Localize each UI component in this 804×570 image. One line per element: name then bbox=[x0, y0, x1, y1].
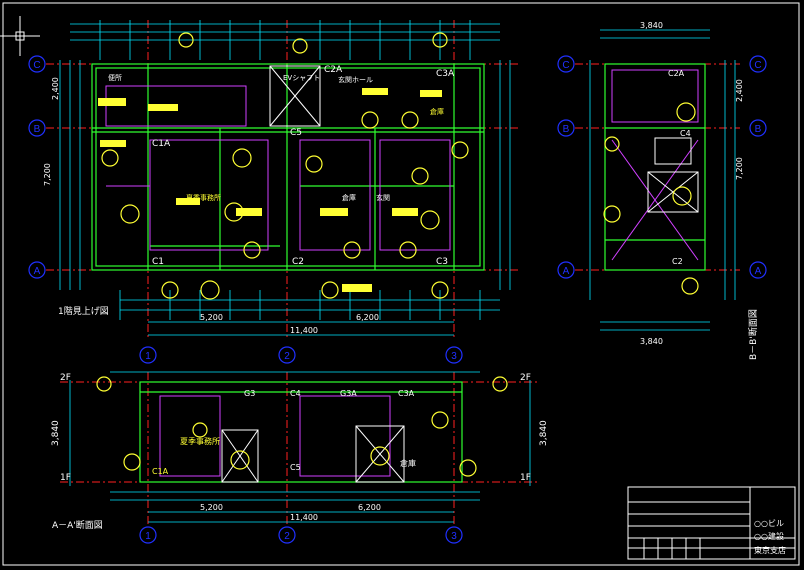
section-bb-dim-upper: 2,400 bbox=[735, 79, 744, 102]
svg-text:3: 3 bbox=[451, 531, 457, 542]
title-block-branch: 東京支店 bbox=[754, 545, 786, 555]
svg-text:1: 1 bbox=[145, 531, 151, 542]
section-aa: C1A C4 C5 C3A G3 G3A 夏季事務所 倉庫 2F 1F 2F 1… bbox=[51, 371, 549, 544]
room-toilet-label: 便所 bbox=[108, 73, 122, 82]
title-block-project: ○○ビル bbox=[754, 519, 784, 528]
plan-dimensions bbox=[59, 20, 511, 336]
section-bb-dim-bottom: 3,840 bbox=[640, 337, 663, 346]
grid-bubble-3: 3 bbox=[445, 346, 463, 364]
section-aa-bubble-3: 3 bbox=[445, 526, 463, 544]
svg-text:2: 2 bbox=[284, 351, 290, 362]
section-aa-level-1f: 1F bbox=[60, 473, 71, 483]
column-c5-label: C5 bbox=[290, 128, 302, 138]
column-c3a-label: C3A bbox=[436, 69, 455, 79]
grid-bubble-c: C bbox=[28, 55, 46, 73]
room-office-label: 夏季事務所 bbox=[186, 193, 221, 202]
section-bb: C2A C2 C4 3,840 3,840 7,200 2,400 B－B'断面… bbox=[557, 21, 767, 360]
section-aa-bubble-1: 1 bbox=[139, 526, 157, 544]
section-bb-label-c2: C2 bbox=[672, 257, 683, 266]
section-bb-bubble-b: B bbox=[557, 119, 575, 137]
section-aa-label-c4: C4 bbox=[290, 389, 301, 398]
section-aa-level-2f-right: 2F bbox=[520, 373, 531, 383]
svg-text:C: C bbox=[562, 60, 569, 71]
section-bb-bubble-a-right: A bbox=[749, 261, 767, 279]
svg-text:B: B bbox=[563, 124, 570, 135]
svg-text:A: A bbox=[755, 266, 762, 277]
section-aa-label-c1a: C1A bbox=[152, 467, 169, 476]
grid-bubble-b: B bbox=[28, 119, 46, 137]
column-c3-label: C3 bbox=[436, 257, 448, 267]
crosshair-cursor-icon[interactable] bbox=[0, 16, 40, 56]
plan-dim-total: 11,400 bbox=[290, 326, 318, 335]
section-aa-level-1f-right: 1F bbox=[520, 473, 531, 483]
column-c1-label: C1 bbox=[152, 257, 164, 267]
section-aa-label-g3a: G3A bbox=[340, 389, 357, 398]
column-c2-label: C2 bbox=[292, 257, 304, 267]
plan-members bbox=[91, 63, 485, 271]
section-bb-bubble-c-right: C bbox=[749, 55, 767, 73]
section-bb-title: B－B'断面図 bbox=[747, 309, 759, 360]
svg-text:C: C bbox=[33, 60, 40, 71]
room-warehouse-label: 倉庫 bbox=[342, 193, 356, 202]
section-aa-dim-span-1: 5,200 bbox=[200, 503, 223, 512]
svg-text:B: B bbox=[755, 124, 762, 135]
svg-text:2: 2 bbox=[284, 531, 290, 542]
section-aa-bubble-2: 2 bbox=[278, 526, 296, 544]
section-aa-room-office: 夏季事務所 bbox=[180, 436, 220, 446]
svg-text:A: A bbox=[563, 266, 570, 277]
grid-bubble-1: 1 bbox=[139, 346, 157, 364]
section-bb-dim-middle: 7,200 bbox=[735, 157, 744, 180]
section-aa-label-g3: G3 bbox=[244, 389, 255, 398]
section-bb-label-c2a: C2A bbox=[668, 69, 685, 78]
room-hall-label: 玄関ホール bbox=[338, 75, 373, 84]
svg-text:3: 3 bbox=[451, 351, 457, 362]
plan-partitions bbox=[105, 85, 451, 251]
floor-plan: C1A C1 C2 C2A C3 C3A C5 EVシャフト 玄関ホール 夏季事… bbox=[28, 20, 520, 364]
elevator-shaft bbox=[269, 65, 321, 127]
svg-text:A: A bbox=[34, 266, 41, 277]
section-aa-room-warehouse: 倉庫 bbox=[400, 458, 416, 468]
section-aa-title: A－A'断面図 bbox=[52, 519, 103, 531]
svg-text:B: B bbox=[34, 124, 41, 135]
section-bb-bubble-b-right: B bbox=[749, 119, 767, 137]
section-bb-bubble-a: A bbox=[557, 261, 575, 279]
plan-dim-span-2: 6,200 bbox=[356, 313, 379, 322]
section-bb-dim-top: 3,840 bbox=[640, 21, 663, 30]
title-block-company: ○○建設 bbox=[754, 531, 784, 541]
svg-text:1: 1 bbox=[145, 351, 151, 362]
plan-dim-left-upper: 2,400 bbox=[51, 77, 60, 100]
section-aa-label-c3a: C3A bbox=[398, 389, 415, 398]
section-aa-label-c5: C5 bbox=[290, 463, 301, 472]
grid-bubble-a: A bbox=[28, 261, 46, 279]
plan-dim-span-1: 5,200 bbox=[200, 313, 223, 322]
section-aa-height-dim: 3,840 bbox=[51, 420, 61, 446]
plan-annotations bbox=[98, 88, 442, 292]
grid-bubble-2: 2 bbox=[278, 346, 296, 364]
plan-title: 1階見上げ図 bbox=[58, 306, 109, 317]
svg-text:C: C bbox=[754, 60, 761, 71]
section-aa-dim-total: 11,400 bbox=[290, 513, 318, 522]
room-entrance-label: 玄関 bbox=[376, 193, 390, 202]
section-bb-bubble-c: C bbox=[557, 55, 575, 73]
plan-dim-left-total: 7,200 bbox=[43, 163, 52, 186]
section-aa-dim-span-2: 6,200 bbox=[358, 503, 381, 512]
column-c2a-label: C2A bbox=[324, 65, 343, 75]
plan-grid-bubbles: C B A 1 2 3 bbox=[28, 55, 463, 364]
section-aa-level-2f: 2F bbox=[60, 373, 71, 383]
title-block: ○○ビル ○○建設 東京支店 bbox=[627, 486, 796, 560]
section-bb-label-c4: C4 bbox=[680, 129, 691, 138]
room-storage-label: 倉庫 bbox=[430, 107, 444, 116]
section-aa-height-dim-right: 3,840 bbox=[539, 420, 549, 446]
column-c1a-label: C1A bbox=[152, 139, 171, 149]
plan-markers bbox=[101, 32, 469, 300]
room-elevator-label: EVシャフト bbox=[283, 74, 320, 82]
